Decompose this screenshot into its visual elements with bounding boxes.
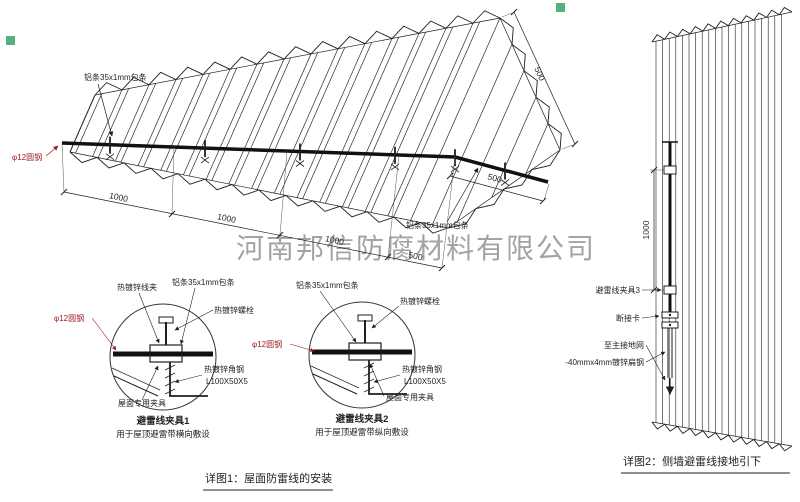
wall-clamp-upper <box>663 165 677 175</box>
d1-label-wire-clamp: 热镀锌线夹 <box>117 282 157 292</box>
detail2-subtitle: 用于屋顶避雷带纵向敷设 <box>315 427 409 437</box>
d2-leader-roof-clamp <box>369 363 385 397</box>
nut <box>357 314 373 322</box>
d1-leader-angle <box>174 374 203 384</box>
d1-label-alu: 铝条35x1mm包条 <box>172 277 235 287</box>
d2-label-angle-spec: L100X50X5 <box>404 377 446 386</box>
detail-circle-2 <box>308 301 416 409</box>
dim-right-edge <box>501 8 579 150</box>
wire-clamps <box>105 136 510 186</box>
detail2-title: 避雷线夹具2 <box>336 413 389 425</box>
d1-label-angle: 热镀锌角钢 <box>204 364 244 374</box>
d1-leader-round-steel <box>91 317 117 351</box>
d1-label-bolt: 热镀锌螺栓 <box>214 305 254 315</box>
leader-disconnect <box>641 314 660 319</box>
d2-label-bolt: 热镀锌螺栓 <box>400 296 440 306</box>
wall-dimension <box>650 166 664 294</box>
dim-1000-b: 1000 <box>216 211 237 225</box>
leader-round-steel-main <box>45 145 59 157</box>
lightning-wire <box>61 141 549 184</box>
roof-sheet-edges <box>69 10 562 234</box>
label-to-ground: 至主接地网 <box>604 340 644 350</box>
d1-label-angle-spec: L100X50X5 <box>206 377 248 386</box>
d1-label-roof-clamp: 屋面专用夹具 <box>118 398 166 408</box>
caption-detail1: 详图1：屋面防雷线的安装 <box>205 471 332 485</box>
d2-label-alu: 铝条35x1mm包条 <box>296 280 359 290</box>
label-alu-strip-right: 铝条35x1mm包条 <box>406 220 469 230</box>
label-alu-strip-top: 铝条35x1mm包条 <box>84 72 147 82</box>
caption-detail2: 详图2：侧墙避雷线接地引下 <box>623 454 761 468</box>
green-stamp-1 <box>6 36 15 45</box>
wall-corrugation <box>651 6 793 452</box>
dim-1000-c: 1000 <box>324 233 345 247</box>
angle-steel <box>368 360 407 395</box>
d1-leader-wire-clamp <box>138 292 160 344</box>
dim-1000-a: 1000 <box>108 190 129 204</box>
detail1-title: 避雷线夹具1 <box>137 415 191 427</box>
dim-500-a: 500 <box>408 250 424 263</box>
dim-500-right: 500 <box>487 171 504 184</box>
green-stamp-2 <box>556 3 565 12</box>
d2-leader-alu <box>319 290 357 343</box>
d2-leader-round-steel <box>289 343 315 352</box>
d1-leader-bolt <box>174 309 214 331</box>
leader-alu-top <box>97 83 114 137</box>
d1-leader-alu <box>179 287 196 345</box>
leader-alu-right <box>446 167 479 223</box>
dim-right-wire <box>446 158 550 205</box>
wall-clamp-lower <box>663 285 677 295</box>
leader-to-ground <box>645 344 666 381</box>
d2-label-angle: 热镀锌角钢 <box>402 364 442 374</box>
d1-label-round-steel: φ12圆钢 <box>54 313 84 323</box>
roof-corrugation-lines <box>70 18 560 228</box>
wall-dim-1000: 1000 <box>641 220 651 239</box>
label-flat-steel: -40mmx4mm镀锌扁钢 <box>565 357 644 367</box>
down-conductor <box>661 141 679 395</box>
dimension-chain <box>60 142 456 272</box>
label-disconnect: 断接卡 <box>616 313 640 323</box>
label-clamp3: 避雷线夹具3 <box>596 285 641 295</box>
company-watermark: 河南邦信防腐材料有限公司 <box>236 232 596 265</box>
detail1-subtitle: 用于屋顶避雷带横向敷设 <box>116 429 210 439</box>
nut <box>158 316 174 324</box>
label-round-steel-main: φ12圆钢 <box>12 152 42 162</box>
d2-leader-bolt <box>371 305 400 329</box>
d2-leader-angle <box>373 374 401 384</box>
angle-steel <box>169 362 208 397</box>
leader-flat-steel <box>645 351 666 363</box>
detail-circle-1 <box>109 303 217 411</box>
d2-label-round-steel: φ12圆钢 <box>252 339 282 349</box>
d2-label-roof-clamp: 屋面专用夹具 <box>386 392 434 402</box>
d1-leader-roof-clamp <box>141 365 159 401</box>
